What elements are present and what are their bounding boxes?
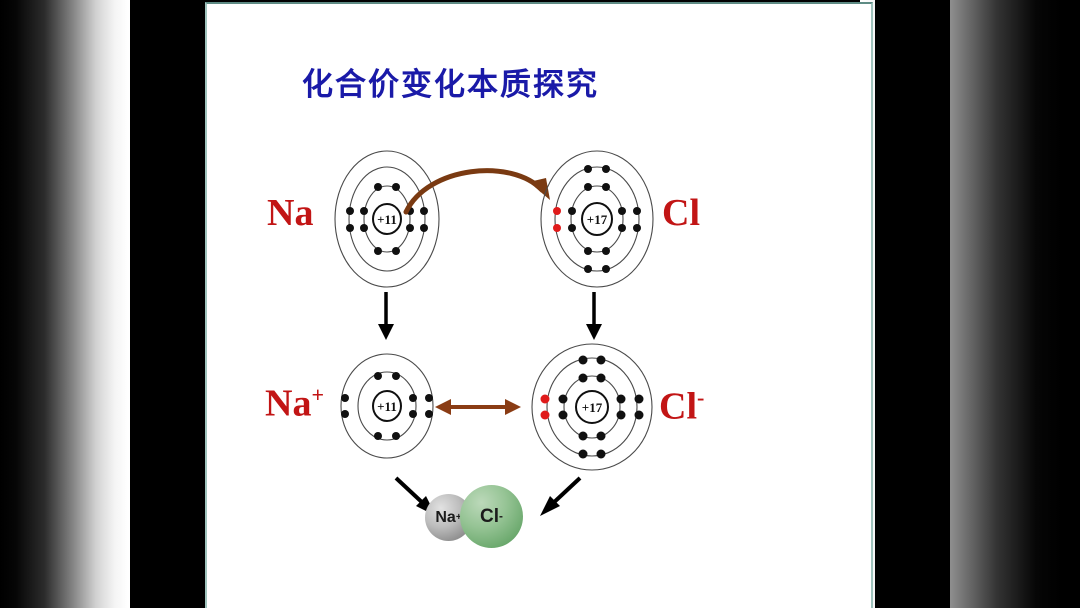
chloride-ion-sphere: Cl- (460, 485, 523, 548)
na-ion-diagram: +11 (337, 352, 437, 460)
na-ion-label: Na+ (265, 382, 325, 425)
na-atom-label: Na (267, 192, 314, 234)
na-ion-nucleus-charge: +11 (377, 399, 397, 414)
transferred-electron (540, 394, 550, 404)
na-transform-arrow (375, 292, 397, 342)
na-nucleus-charge: +11 (377, 212, 397, 227)
transferred-electron (540, 410, 550, 420)
na-ion-charge: + (311, 382, 325, 407)
cl-ion-diagram: +17 (527, 342, 657, 472)
right-black-gap (875, 0, 950, 608)
cl-ion-nucleus-charge: +17 (582, 400, 603, 415)
transferred-electron (553, 207, 561, 215)
cl-ion-to-compound-arrow (532, 474, 584, 522)
page-title: 化合价变化本质探究 (302, 67, 599, 103)
sphere-na-charge: + (455, 512, 462, 523)
sphere-cl-charge: - (499, 510, 503, 523)
slide-canvas: 化合价变化本质探究 Na +11 (205, 2, 873, 608)
cl-nucleus-charge: +17 (587, 212, 608, 227)
left-black-gap (130, 0, 205, 608)
cl-transform-arrow (583, 292, 605, 342)
transferred-electron (553, 224, 561, 232)
cl-atom-diagram: +17 (537, 149, 657, 289)
cl-ion-charge: - (697, 385, 705, 410)
cl-ion-label: Cl- (659, 385, 705, 428)
ionic-attraction-arrow (435, 394, 521, 420)
left-gradient-band (0, 0, 130, 608)
cl-atom-label: Cl (662, 192, 700, 234)
na-atom-diagram: +11 (332, 149, 442, 289)
